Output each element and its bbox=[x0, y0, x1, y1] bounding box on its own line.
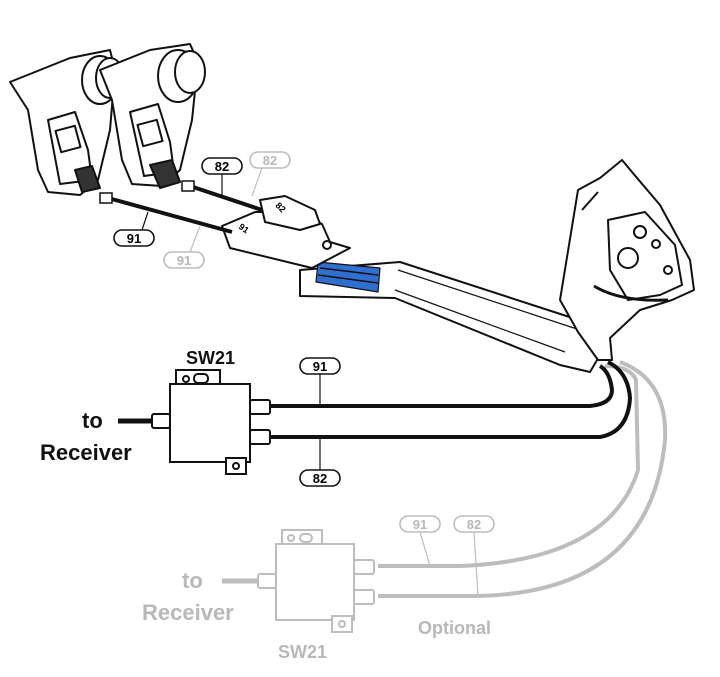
arm-mark-91: 91 bbox=[237, 221, 251, 235]
sw21-switch-optional bbox=[257, 529, 375, 633]
svg-text:91: 91 bbox=[127, 231, 141, 246]
dish-arm bbox=[221, 195, 601, 373]
tag-82-dish-black: 82 bbox=[201, 157, 243, 196]
cables-main bbox=[270, 360, 633, 439]
tag-82-sw-top: 82 bbox=[299, 437, 341, 487]
svg-text:91: 91 bbox=[177, 253, 191, 268]
cables-dish bbox=[99, 180, 263, 234]
sw21-switch bbox=[151, 369, 271, 475]
tag-91-dish-gray: 91 bbox=[163, 225, 205, 269]
optional-label: Optional bbox=[418, 618, 491, 638]
svg-text:82: 82 bbox=[313, 471, 327, 486]
sw21-label-top: SW21 bbox=[186, 348, 235, 368]
sw21-label-bottom: SW21 bbox=[278, 642, 327, 662]
receiver-label-bottom: Receiver bbox=[142, 600, 234, 625]
svg-text:82: 82 bbox=[263, 153, 277, 168]
tag-91-sw-top: 91 bbox=[299, 357, 341, 406]
to-label-top: to bbox=[82, 408, 103, 433]
tag-82-sw-bottom: 82 bbox=[453, 515, 495, 597]
to-label-bottom: to bbox=[182, 568, 203, 593]
mast-bracket bbox=[559, 159, 695, 361]
receiver-label-top: Receiver bbox=[40, 440, 132, 465]
svg-text:82: 82 bbox=[215, 159, 229, 174]
lnb-right bbox=[99, 43, 206, 189]
cables-optional bbox=[378, 360, 668, 598]
svg-text:91: 91 bbox=[313, 359, 327, 374]
svg-text:82: 82 bbox=[467, 517, 481, 532]
svg-text:91: 91 bbox=[413, 517, 427, 532]
tag-91-dish-black: 91 bbox=[113, 211, 155, 247]
tag-91-sw-bottom: 91 bbox=[399, 515, 441, 567]
tag-82-dish-gray: 82 bbox=[249, 151, 291, 197]
